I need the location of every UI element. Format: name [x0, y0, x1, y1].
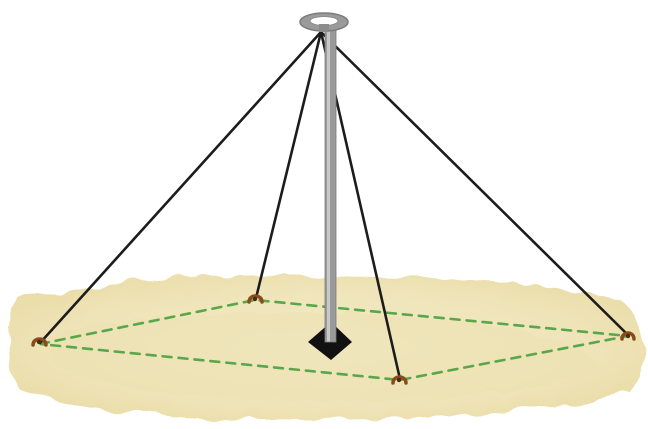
- pole: [325, 30, 336, 342]
- guy-wire-back: [256, 32, 321, 298]
- stake-hook-icon: [622, 333, 634, 339]
- ring-cap-icon: [300, 13, 348, 32]
